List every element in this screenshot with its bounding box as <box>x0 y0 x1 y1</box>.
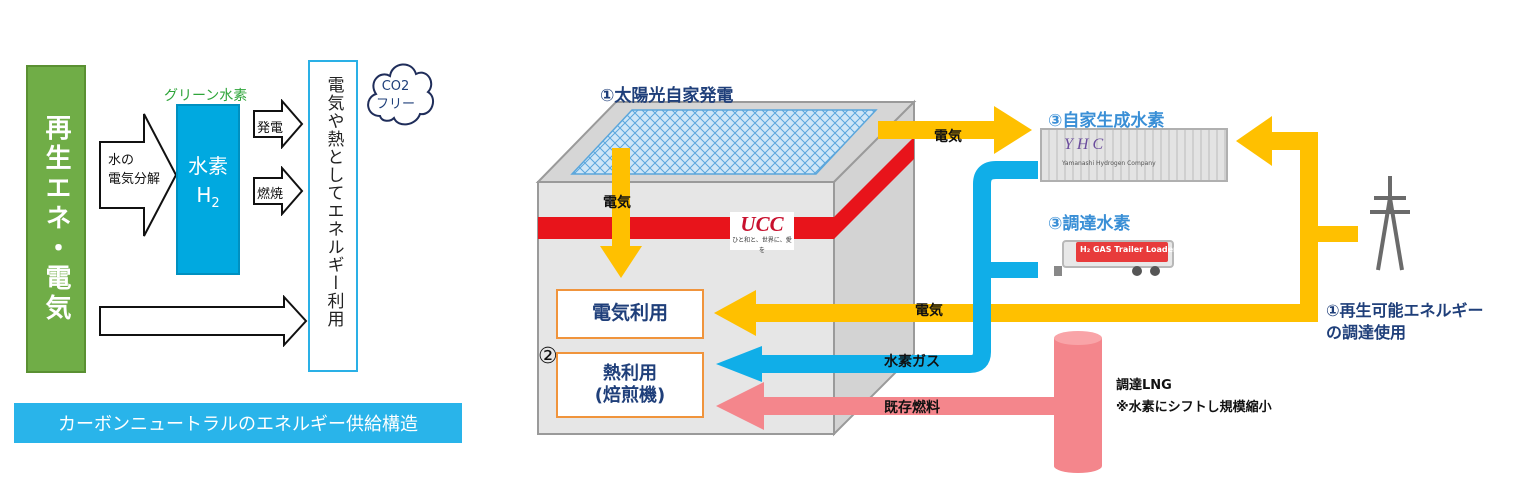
co2-label: CO2 <box>381 79 410 94</box>
electricity-mid-label: 電気 <box>915 303 943 319</box>
energy-use-box: 電気や熱としてエネルギー利用 <box>308 60 358 372</box>
hydrogen-gas-label: 水素ガス <box>884 354 940 370</box>
ucc-logo: UCC ひと和と、世界に、愛を <box>730 212 794 254</box>
electricity-top-label: 電気 <box>934 129 962 145</box>
electrolysis-label: 水の 電気分解 <box>108 153 161 187</box>
electric-use-box: 電気利用 <box>556 289 704 339</box>
yhc-subtitle: Yamanashi Hydrogen Company <box>1062 160 1156 167</box>
lng-note: ※水素にシフトし規模縮小 <box>1116 400 1272 415</box>
hydrogen-subscript: 2 <box>211 196 220 211</box>
free-label: フリー <box>376 96 416 112</box>
solar-panel <box>570 109 878 175</box>
combustion-label: 燃焼 <box>257 187 284 202</box>
electrolysis-arrow <box>99 113 178 237</box>
ucc-tagline: ひと和と、世界に、愛を <box>732 237 792 254</box>
electricity-down-label: 電気 <box>603 195 631 211</box>
renewable-energy-box: 再生エネ・電気 <box>26 65 86 373</box>
power-generation-arrow <box>253 99 304 149</box>
combustion-arrow <box>253 166 304 216</box>
existing-fuel-label: 既存燃料 <box>884 400 940 416</box>
self-h2-label: ③自家生成水素 <box>1048 111 1165 131</box>
hydrogen-label: 水素 <box>188 154 228 178</box>
yhc-container: YHC Yamanashi Hydrogen Company <box>1040 128 1228 182</box>
energy-use-label: 電気や熱としてエネルギー利用 <box>323 76 344 328</box>
solar-label: ①太陽光自家発電 <box>600 86 734 106</box>
hydrogen-box: 水素 H2 <box>176 104 240 275</box>
heat-use-box: 熱利用 (焙煎機) <box>556 352 704 418</box>
green-hydrogen-label: グリーン水素 <box>164 88 248 104</box>
ucc-logo-text: UCC <box>740 212 784 236</box>
direct-electricity-arrow <box>99 295 308 347</box>
lng-label: 調達LNG <box>1116 378 1172 393</box>
renewable-procurement-label: ①再生可能エネルギー の調達使用 <box>1326 301 1484 342</box>
yhc-logo: YHC <box>1064 136 1108 153</box>
hydrogen-trailer: H₂ GAS Trailer Loader <box>1054 236 1180 280</box>
renewable-energy-label: 再生エネ・電気 <box>41 114 71 324</box>
trailer-text: H₂ GAS Trailer Loader <box>1080 245 1177 254</box>
power-generation-label: 発電 <box>257 121 284 136</box>
cloud-icon <box>367 63 435 126</box>
procured-h2-label: ③調達水素 <box>1048 214 1131 234</box>
circle-two-label: ② <box>538 344 558 369</box>
structure-banner: カーボンニュートラルのエネルギー供給構造 <box>14 403 462 443</box>
hydrogen-formula: H <box>196 183 212 207</box>
